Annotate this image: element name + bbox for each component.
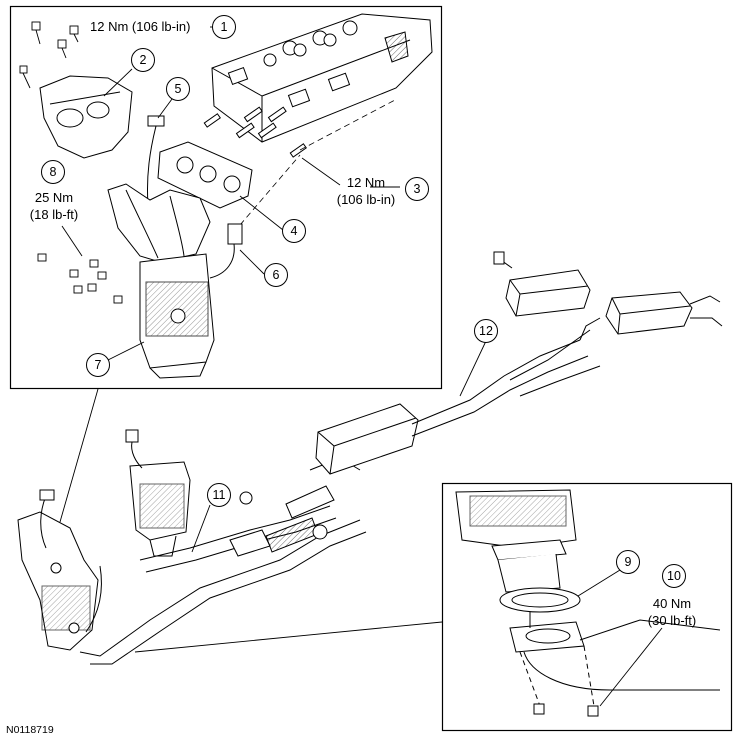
callout-5: 5 <box>166 77 190 101</box>
torque-label-3-line1: 12 Nm <box>346 175 386 190</box>
catalytic-converter-lower <box>125 429 191 557</box>
front-pipe-lower <box>17 489 102 651</box>
callout-1: 1 <box>212 15 236 39</box>
torque-label-8-line1: 25 Nm <box>34 190 74 205</box>
callout-2: 2 <box>131 48 155 72</box>
heat-shield <box>39 75 133 159</box>
manifold-studs <box>203 106 307 158</box>
torque-label-10-line2: (30 lb-ft) <box>647 613 697 628</box>
manifold-nuts <box>37 253 123 304</box>
callout-3: 3 <box>405 177 429 201</box>
callout-6: 6 <box>264 263 288 287</box>
callout-10: 10 <box>662 564 686 588</box>
y-pipe <box>411 317 601 437</box>
callout-4: 4 <box>282 219 306 243</box>
torque-label-8-line2: (18 lb-ft) <box>29 207 79 222</box>
catalytic-converter-upper <box>139 253 215 379</box>
callout-7: 7 <box>86 353 110 377</box>
figure-id: N0118719 <box>6 724 54 736</box>
torque-label-10-line1: 40 Nm <box>652 596 692 611</box>
center-resonator <box>315 403 419 475</box>
intermediate-pipe <box>229 457 361 557</box>
torque-label-1: 12 Nm (106 lb-in) <box>90 19 191 34</box>
manifold-gasket <box>157 141 253 209</box>
detail-box-engine <box>9 5 443 390</box>
detail-box-flange <box>441 482 733 732</box>
exhaust-manifold-upper <box>107 183 211 263</box>
callout-leaders <box>61 26 663 707</box>
torque-label-3-line2: (106 lb-in) <box>336 192 396 207</box>
callout-9: 9 <box>616 550 640 574</box>
sensor-connector <box>209 223 243 279</box>
callout-8: 8 <box>41 160 65 184</box>
heat-shield-bolts <box>19 21 79 89</box>
callout-11: 11 <box>207 483 231 507</box>
rear-muffler-left <box>493 251 591 317</box>
flange-detail-art <box>455 489 721 717</box>
callout-12: 12 <box>474 319 498 343</box>
cylinder-head <box>211 13 433 143</box>
rear-muffler-right <box>605 291 723 335</box>
